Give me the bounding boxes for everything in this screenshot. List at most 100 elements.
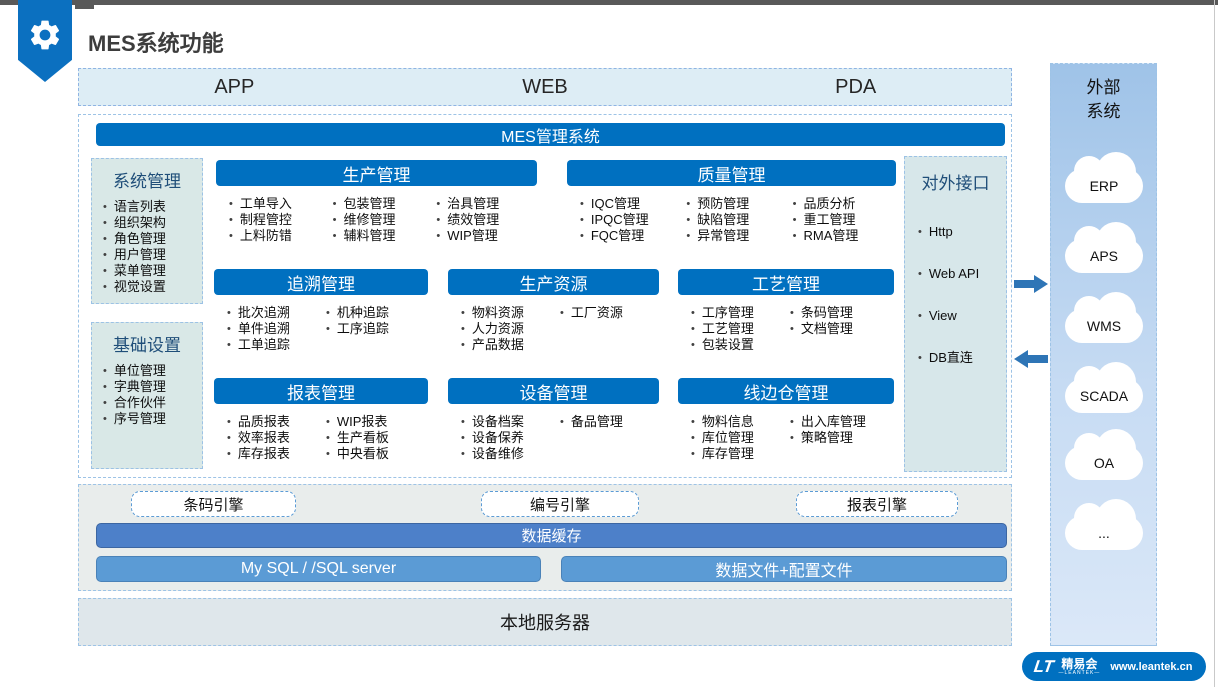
leantek-url: www.leantek.cn bbox=[1110, 660, 1193, 673]
bullet-icon: • bbox=[918, 352, 922, 364]
list-item: •设备保养 bbox=[461, 430, 524, 445]
bullet-icon: • bbox=[691, 432, 695, 444]
data-files-bar: 数据文件+配置文件 bbox=[561, 556, 1007, 582]
leantek-brand: 精易会 —LEANTEK— bbox=[1058, 656, 1101, 676]
list-item: •IPQC管理 bbox=[580, 212, 649, 227]
list-item: •绩效管理 bbox=[436, 212, 500, 227]
bullet-icon: • bbox=[103, 365, 107, 377]
bullet-icon: • bbox=[326, 432, 330, 444]
leantek-logo: LT 精易会 —LEANTEK— www.leantek.cn bbox=[1022, 652, 1206, 681]
channel-web: WEB bbox=[522, 75, 568, 98]
section-reports-col: •品质报表•效率报表•库存报表 bbox=[224, 414, 321, 462]
list-item: •制程管控 bbox=[229, 212, 292, 227]
bullet-icon: • bbox=[790, 323, 794, 335]
list-item: •字典管理 bbox=[103, 379, 166, 394]
bullet-icon: • bbox=[792, 198, 797, 210]
section-traceability-header: 追溯管理 bbox=[214, 269, 428, 295]
section-quality: 质量管理 •IQC管理•IPQC管理•FQC管理 •预防管理•缺陷管理•异常管理… bbox=[567, 160, 896, 244]
list-item: •WIP管理 bbox=[436, 228, 498, 243]
list-item: •工单导入 bbox=[229, 196, 292, 211]
list-item: •物料资源 bbox=[461, 305, 524, 320]
section-reports-col: •WIP报表•生产看板•中央看板 bbox=[323, 414, 389, 462]
list-item: •工单追踪 bbox=[227, 337, 290, 352]
list-item: •重工管理 bbox=[792, 212, 856, 227]
cloud-more: ... bbox=[1065, 499, 1143, 550]
list-item: •用户管理 bbox=[103, 247, 166, 262]
bullet-icon: • bbox=[103, 397, 107, 409]
list-item: •合作伙伴 bbox=[103, 395, 166, 410]
list-item: •单位管理 bbox=[103, 363, 166, 378]
top-decoration-bar bbox=[0, 0, 1218, 5]
list-item: •组织架构 bbox=[103, 215, 166, 230]
bullet-icon: • bbox=[790, 432, 794, 444]
bullet-icon: • bbox=[227, 339, 231, 351]
section-process: 工艺管理 •工序管理•工艺管理•包装设置 •条码管理•文档管理 bbox=[678, 269, 894, 353]
bullet-icon: • bbox=[332, 198, 337, 210]
list-item: •物料信息 bbox=[691, 414, 754, 429]
section-quality-col: •IQC管理•IPQC管理•FQC管理 bbox=[577, 196, 681, 244]
section-reports-header: 报表管理 bbox=[214, 378, 428, 404]
cloud-wms: WMS bbox=[1065, 292, 1143, 343]
data-cache-bar: 数据缓存 bbox=[96, 523, 1007, 548]
title-ribbon bbox=[18, 0, 72, 82]
arrow-left-icon bbox=[1014, 350, 1048, 368]
bullet-icon: • bbox=[686, 198, 691, 210]
list-item: •条码管理 bbox=[790, 305, 853, 320]
section-production-col: •工单导入•制程管控•上料防错 bbox=[226, 196, 328, 244]
section-reports: 报表管理 •品质报表•效率报表•库存报表 •WIP报表•生产看板•中央看板 bbox=[214, 378, 428, 462]
bullet-icon: • bbox=[691, 307, 695, 319]
section-traceability: 追溯管理 •批次追溯•单件追溯•工单追踪 •机种追踪•工序追踪 bbox=[214, 269, 428, 353]
section-production-header: 生产管理 bbox=[216, 160, 537, 186]
report-engine-box: 报表引擎 bbox=[796, 491, 958, 517]
bullet-icon: • bbox=[103, 217, 107, 229]
list-item: •文档管理 bbox=[790, 321, 853, 336]
list-item: •序号管理 bbox=[103, 411, 166, 426]
list-item: •语言列表 bbox=[103, 199, 166, 214]
channel-app: APP bbox=[214, 75, 255, 98]
list-item: •库存管理 bbox=[691, 446, 754, 461]
bullet-icon: • bbox=[326, 416, 330, 428]
list-item: •设备维修 bbox=[461, 446, 524, 461]
section-quality-col: •预防管理•缺陷管理•异常管理 bbox=[683, 196, 787, 244]
bullet-icon: • bbox=[227, 448, 231, 460]
cloud-aps: APS bbox=[1065, 222, 1143, 273]
bullet-icon: • bbox=[918, 268, 922, 280]
cloud-erp: ERP bbox=[1065, 152, 1143, 203]
list-item: •上料防错 bbox=[229, 228, 292, 243]
bullet-icon: • bbox=[691, 416, 695, 428]
bullet-icon: • bbox=[229, 230, 233, 242]
bullet-icon: • bbox=[326, 448, 330, 460]
bullet-icon: • bbox=[792, 230, 797, 242]
external-interface-list: •Http•Web API•View•DB直连 bbox=[905, 224, 1006, 366]
barcode-engine-box: 条码引擎 bbox=[131, 491, 296, 517]
slide-edge-line bbox=[1214, 0, 1215, 687]
section-equipment-header: 设备管理 bbox=[448, 378, 659, 404]
bullet-icon: • bbox=[918, 226, 922, 238]
section-quality-header: 质量管理 bbox=[567, 160, 896, 186]
bullet-icon: • bbox=[436, 230, 441, 242]
leantek-logo-mark: LT bbox=[1032, 656, 1055, 676]
section-line-warehouse-col: •物料信息•库位管理•库存管理 bbox=[688, 414, 785, 462]
bullet-icon: • bbox=[560, 416, 564, 428]
bullet-icon: • bbox=[461, 307, 465, 319]
basic-settings-list: •单位管理•字典管理•合作伙伴•序号管理 bbox=[92, 363, 202, 427]
list-item: •出入库管理 bbox=[790, 414, 866, 429]
list-item: •工序追踪 bbox=[326, 321, 389, 336]
list-item: •设备档案 bbox=[461, 414, 524, 429]
bullet-icon: • bbox=[792, 214, 797, 226]
list-item: •产品数据 bbox=[461, 337, 524, 352]
bullet-icon: • bbox=[103, 249, 107, 261]
section-equipment-col: •设备档案•设备保养•设备维修 bbox=[458, 414, 555, 462]
bullet-icon: • bbox=[227, 416, 231, 428]
section-traceability-col: •批次追溯•单件追溯•工单追踪 bbox=[224, 305, 321, 353]
bullet-icon: • bbox=[686, 214, 691, 226]
section-resources-header: 生产资源 bbox=[448, 269, 659, 295]
bullet-icon: • bbox=[103, 413, 107, 425]
bullet-icon: • bbox=[103, 233, 107, 245]
external-interface-title: 对外接口 bbox=[921, 174, 990, 193]
list-item: •效率报表 bbox=[227, 430, 290, 445]
list-item: •菜单管理 bbox=[103, 263, 166, 278]
list-item: •批次追溯 bbox=[227, 305, 290, 320]
list-item: •Http bbox=[918, 224, 953, 239]
